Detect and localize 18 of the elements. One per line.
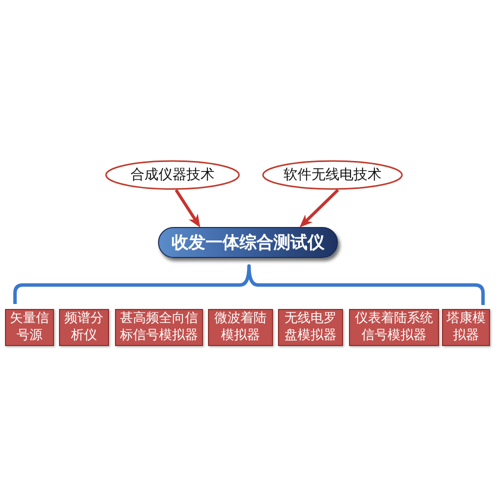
arrow — [174, 189, 200, 228]
node-text: 无线电罗盘模拟器 — [284, 310, 338, 344]
arrow — [300, 188, 340, 228]
node-text: 合成仪器技术 — [130, 166, 214, 184]
node-text: 频谱分析仪 — [64, 310, 104, 344]
node-text: 塔康模拟器 — [446, 310, 486, 344]
central-box — [158, 227, 338, 258]
node-text: 矢量信号源 — [9, 310, 50, 344]
node-text: 收发一体综合测试仪 — [172, 232, 324, 254]
node-text: 软件无线电技术 — [284, 166, 382, 184]
category-box — [208, 309, 273, 346]
node-text: 仪表着陆系统信号模拟器 — [354, 310, 434, 344]
oval-node — [262, 160, 403, 190]
oval-node — [105, 160, 240, 190]
node-text: 甚高频全向信标信号模拟器 — [119, 310, 199, 344]
category-box — [349, 309, 439, 346]
category-box — [278, 309, 343, 346]
node-text: 微波着陆模拟器 — [214, 310, 268, 344]
